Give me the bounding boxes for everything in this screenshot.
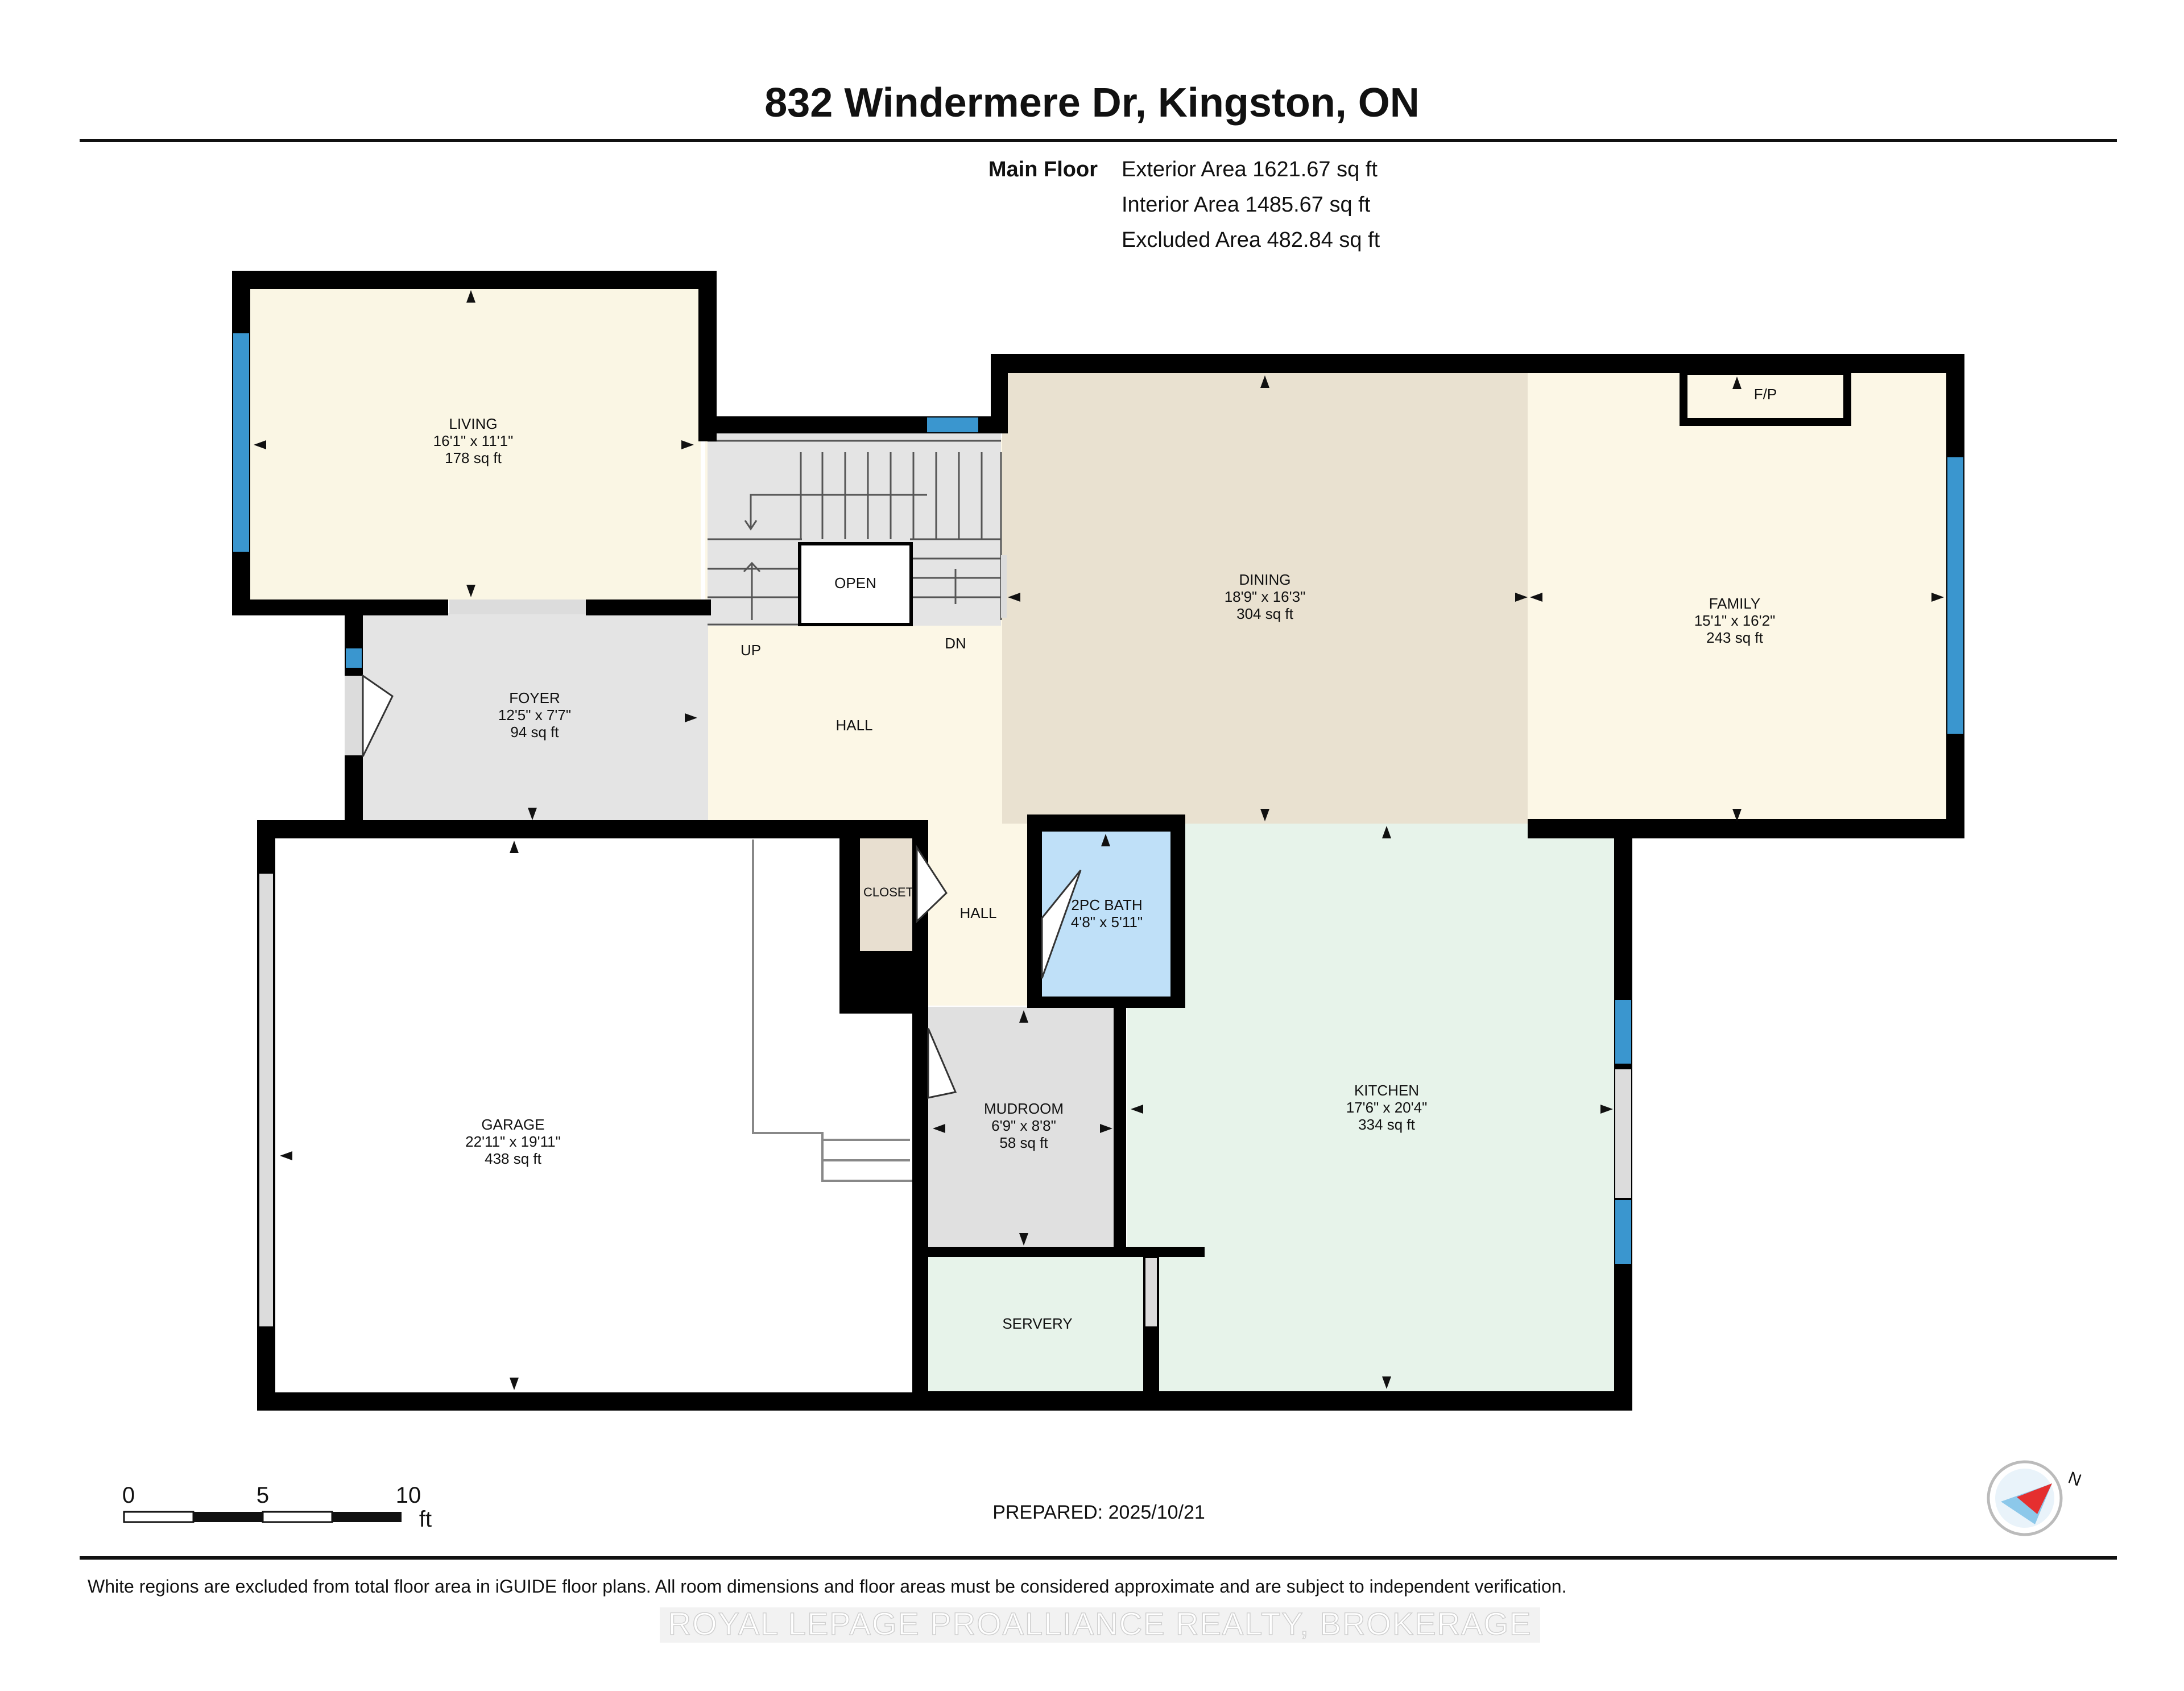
family-dims: 15'1" x 16'2": [1694, 612, 1776, 629]
scale-label-0: 0: [122, 1483, 135, 1508]
living-fill: [240, 289, 701, 601]
mudroom-dims: 6'9" x 8'8": [991, 1117, 1056, 1134]
open-label: OPEN: [834, 574, 876, 592]
footer-rule: [80, 1556, 2117, 1560]
garage-step-outline: [752, 840, 912, 1182]
family-fill: [1528, 373, 1949, 821]
header-rule: [80, 139, 2117, 142]
hall-label: HALL: [835, 717, 872, 734]
exterior-area: Exterior Area 1621.67 sq ft: [1122, 158, 1378, 181]
dining-fill: [1002, 373, 1528, 824]
dining-area: 304 sq ft: [1236, 605, 1294, 622]
fp-label: F/P: [1754, 386, 1777, 403]
staircase: [708, 440, 1002, 626]
scale-label-10: 10: [396, 1483, 421, 1508]
closet-fill: [857, 832, 918, 951]
closet-label: CLOSET: [863, 885, 913, 899]
garage-area: 438 sq ft: [485, 1150, 542, 1167]
kitchen-fill: [1127, 824, 1616, 1391]
hall2-fill: [927, 820, 1029, 1006]
dining-dims: 18'9" x 16'3": [1225, 588, 1306, 605]
kitchen-area: 334 sq ft: [1358, 1116, 1416, 1133]
compass-icon: N: [1987, 1460, 2084, 1536]
family-name: FAMILY: [1709, 595, 1761, 612]
mudroom-fill: [928, 1007, 1122, 1249]
foyer-area: 94 sq ft: [510, 723, 559, 741]
family-area: 243 sq ft: [1706, 629, 1764, 646]
kitchen-name: KITCHEN: [1354, 1082, 1419, 1099]
disclaimer: White regions are excluded from total fl…: [88, 1576, 1566, 1597]
open-box: [798, 542, 913, 626]
floor-name: Main Floor: [988, 158, 1098, 181]
servery-fill: [926, 1256, 1149, 1392]
foyer-dims: 12'5" x 7'7": [498, 706, 571, 723]
mudroom-name: MUDROOM: [984, 1100, 1064, 1117]
mudroom-area: 58 sq ft: [999, 1134, 1048, 1151]
garage-name: GARAGE: [481, 1116, 544, 1133]
living-name: LIVING: [449, 415, 497, 432]
room-labels: LIVING 16'1" x 11'1" 178 sq ft FOYER 12'…: [433, 386, 1777, 1332]
scale-label-5: 5: [257, 1483, 269, 1508]
windows: [233, 333, 1963, 1264]
dn-label: DN: [945, 635, 966, 652]
door-swings: [362, 674, 1082, 1099]
scale-bar: 0 5 10 ft: [122, 1483, 432, 1532]
kitchen-dims: 17'6" x 20'4": [1346, 1099, 1428, 1116]
foyer-fill: [362, 613, 708, 820]
bath-name: 2PC BATH: [1071, 896, 1142, 913]
scale-unit: ft: [419, 1507, 432, 1532]
garage-dims: 22'11" x 19'11": [465, 1133, 561, 1150]
compass-n-label: N: [2066, 1468, 2084, 1490]
dimension-arrows: [254, 290, 1944, 1390]
living-dims: 16'1" x 11'1": [433, 432, 514, 449]
excluded-area: Excluded Area 482.84 sq ft: [1122, 228, 1380, 252]
page-title: 832 Windermere Dr, Kingston, ON: [764, 80, 1420, 126]
hall2-label: HALL: [959, 904, 996, 921]
up-label: UP: [741, 642, 761, 659]
prepared-date: PREPARED: 2025/10/21: [992, 1502, 1205, 1523]
servery-label: SERVERY: [1002, 1315, 1072, 1332]
watermark: ROYAL LEPAGE PROALLIANCE REALTY, BROKERA…: [668, 1606, 1532, 1642]
doorway-gaps: [259, 555, 1631, 1326]
interior-area: Interior Area 1485.67 sq ft: [1122, 193, 1371, 217]
watermark-band: [660, 1607, 1540, 1643]
foyer-name: FOYER: [509, 689, 560, 706]
dining-name: DINING: [1239, 571, 1291, 588]
living-area: 178 sq ft: [445, 449, 502, 466]
bath-dims: 4'8" x 5'11": [1071, 913, 1143, 931]
